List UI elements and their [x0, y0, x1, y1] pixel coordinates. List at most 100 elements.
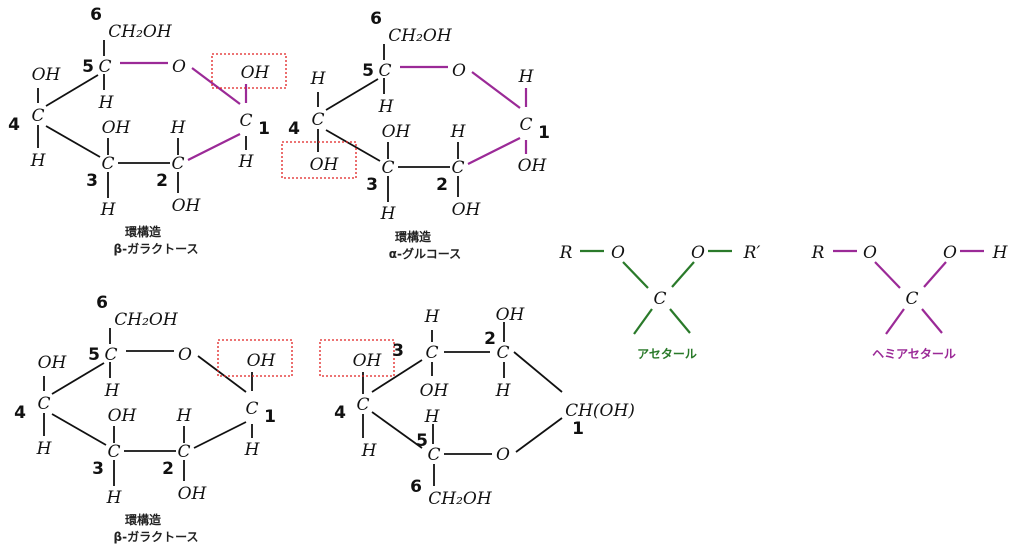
atom-label: H [176, 406, 193, 426]
bond [45, 125, 101, 158]
carbon-number: 6 [410, 477, 422, 497]
carbon-number: 1 [264, 407, 276, 427]
bond [874, 261, 901, 289]
hemiacetal-diagram: R O C O H ヘミアセタール [811, 243, 1009, 361]
structure-galactose-flipped: H C 3 OH OH 2 C H CH(OH) 1 O C 5 H 6 CH₂… [319, 305, 635, 509]
carbon-number: 1 [572, 419, 584, 439]
structure-beta-galactose-2: 6 CH₂OH 5 C O OH C 1 H H OH C 4 H OH C 3… [14, 293, 293, 544]
atom-label: C [98, 57, 111, 77]
atom-label: H [424, 307, 441, 327]
atom-label: H [170, 118, 187, 138]
carbon-number: 4 [288, 119, 300, 139]
bond [325, 78, 379, 111]
carbon-number: 2 [156, 171, 168, 191]
atom-label: H [100, 200, 117, 220]
atom-label: R′ [743, 243, 761, 263]
bond [371, 359, 423, 393]
atom-label: OH [108, 406, 138, 426]
atom-label: O [611, 243, 625, 263]
carbon-number: 4 [8, 115, 20, 135]
bond [669, 308, 691, 334]
atom-label: OH [353, 351, 383, 371]
atom-label: H [495, 381, 512, 401]
atom-label: C [905, 289, 918, 309]
bond [51, 413, 107, 446]
bond [51, 362, 105, 395]
carbon-number: 6 [90, 5, 102, 25]
bond [45, 74, 99, 107]
atom-label: OH [496, 305, 526, 325]
carbon-number: 6 [370, 9, 382, 29]
atom-label: O [691, 243, 705, 263]
atom-label: H [450, 122, 467, 142]
carbon-number: 4 [334, 403, 346, 423]
atom-label: H [518, 67, 535, 87]
carbon-number: 2 [162, 459, 174, 479]
caption: β-ガラクトース [114, 529, 199, 544]
atom-label: O [178, 345, 192, 365]
atom-label: C [171, 154, 184, 174]
carbon-number: 5 [82, 57, 94, 77]
atom-label: OH [310, 155, 340, 175]
acetal-diagram: R O C O R′ アセタール [559, 243, 761, 361]
atom-label: CH₂OH [388, 26, 453, 46]
highlight-box [211, 53, 287, 89]
highlight-box [281, 141, 357, 179]
atom-label: C [496, 343, 509, 363]
atom-label: C [101, 154, 114, 174]
structure-beta-galactose-1: 6 CH₂OH 5 C O OH C 1 H H OH C 4 H OH C 3… [8, 5, 287, 256]
atom-label: C [311, 110, 324, 130]
atom-label: OH [247, 351, 277, 371]
bond [471, 71, 521, 109]
bond [515, 417, 563, 453]
atom-label: C [31, 106, 44, 126]
bond [633, 308, 653, 335]
atom-label: C [451, 158, 464, 178]
atom-label: H [380, 204, 397, 224]
atom-label: OH [38, 353, 68, 373]
caption: 環構造 [395, 229, 432, 244]
atom-label: OH [172, 196, 202, 216]
atom-label: H [98, 93, 115, 113]
atom-label: C [245, 399, 258, 419]
carbon-number: 3 [392, 341, 404, 361]
atom-label: C [356, 395, 369, 415]
atom-label: OH [382, 122, 412, 142]
carbon-number: 2 [484, 329, 496, 349]
bond [671, 261, 695, 288]
atom-label: O [863, 243, 877, 263]
atom-label: C [427, 445, 440, 465]
atom-label: O [943, 243, 957, 263]
atom-label: H [36, 439, 53, 459]
atom-label: OH [178, 484, 208, 504]
atom-label: H [30, 151, 47, 171]
atom-label: O [172, 57, 186, 77]
atom-label: R [559, 243, 573, 263]
atom-label: O [496, 445, 510, 465]
atom-label: C [425, 343, 438, 363]
atom-label: C [104, 345, 117, 365]
bond [193, 421, 247, 449]
atom-label: H [310, 69, 327, 89]
bond [325, 129, 381, 162]
bond [923, 261, 947, 288]
atom-label: OH [32, 65, 62, 85]
bond [921, 308, 943, 334]
atom-label: H [378, 97, 395, 117]
bond [513, 351, 563, 393]
acetal-label: アセタール [637, 347, 697, 361]
atom-label: C [653, 289, 666, 309]
atom-label: H [361, 441, 378, 461]
atom-label: O [452, 61, 466, 81]
highlight-box [319, 339, 395, 377]
bond [371, 411, 423, 449]
atom-label: C [239, 111, 252, 131]
atom-label: OH [518, 156, 548, 176]
atom-label: H [106, 488, 123, 508]
carbon-number: 5 [362, 61, 374, 81]
atom-label: H [424, 407, 441, 427]
atom-label: OH [241, 63, 271, 83]
caption: 環構造 [125, 512, 162, 527]
atom-label: CH₂OH [428, 489, 493, 509]
